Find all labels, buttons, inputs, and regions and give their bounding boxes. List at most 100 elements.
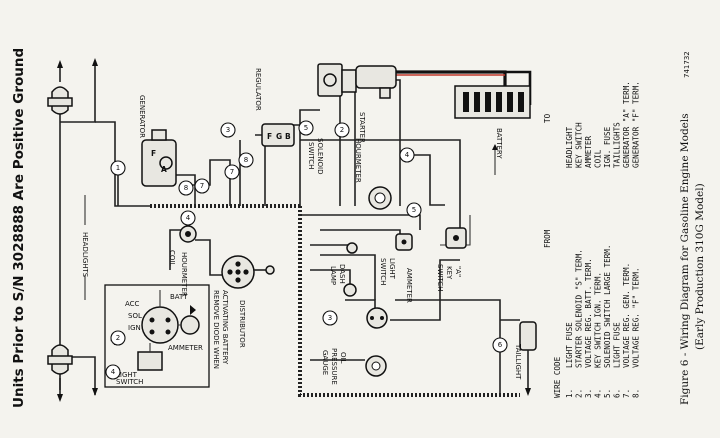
solenoid-switch: [317, 63, 357, 97]
wire-code-to-5: IGN. FUSE: [603, 126, 612, 168]
wire-marker-3b: 3: [328, 314, 332, 322]
wire-code-from-4: KEY SWITCH IGN. TERM.: [594, 272, 603, 368]
hourmeter: [368, 186, 392, 210]
key-switch-label-3: SWITCH: [436, 264, 444, 291]
to-header: TO: [543, 113, 552, 123]
wire-marker-4b: 4: [186, 214, 191, 222]
wire-code-no-1: 1.: [565, 389, 574, 398]
ammeter-label: AMMETER: [405, 268, 413, 303]
inset-batt: BATT: [170, 293, 188, 301]
wire-code-to-1: HEADLIGHT: [565, 126, 574, 168]
wire-marker-7a: 7: [200, 182, 204, 190]
headlights-label: HEADLIGHTS: [81, 232, 89, 278]
wire-code-from-8: VOLTAGE REG. "F" TERM.: [632, 267, 641, 368]
generator-label: GENERATOR: [138, 95, 146, 138]
generator-terminal-f: F: [151, 149, 156, 158]
light-switch-label-1: LIGHT: [388, 258, 396, 280]
regulator-label: REGULATOR: [254, 68, 262, 111]
generator: F A: [141, 129, 177, 187]
starter-label: STARTER: [358, 112, 366, 143]
wire-marker-6: 6: [498, 341, 503, 349]
key-switch: [445, 227, 467, 249]
hourmeter-label: HOURMETER: [354, 138, 362, 183]
wire-code-to-6: TAILLIGHTS: [613, 122, 622, 168]
solenoid-label-1: SOLENOID: [316, 138, 324, 174]
rear-harness: [298, 206, 520, 397]
dash-lamp: [343, 242, 358, 297]
ammeter: [366, 307, 388, 329]
inset-ammeter: AMMETER: [168, 344, 203, 352]
key-switch-label-1: "A": [454, 266, 462, 277]
wire-code-no-7: 7.: [622, 389, 631, 398]
wire-code-from-7: VOLTAGE REG. GEN. TERM.: [622, 263, 631, 368]
wire-code-no-5: 5.: [603, 389, 612, 398]
wires: [59, 70, 501, 395]
wire-marker-2a: 2: [340, 126, 344, 134]
oil-gauge-label-2: PRESSURE: [330, 348, 338, 385]
wire-marker-5a: 5: [304, 124, 308, 132]
generator-terminal-a: A: [161, 165, 167, 174]
figure-caption-line2: (Early Production 310G Model): [694, 183, 706, 350]
battery-label: BATTERY: [495, 128, 503, 159]
regulator-terminal-g: G: [276, 132, 282, 141]
headlight-top: [47, 60, 73, 115]
light-switch-label-2: SWITCH: [379, 258, 387, 285]
distributor-label: DISTRIBUTOR: [238, 300, 246, 348]
light-switch: [395, 233, 413, 251]
figure-caption-line1: Figure 6 - Wiring Diagram for Gasoline E…: [679, 113, 691, 405]
inset-light-switch-2: SWITCH: [116, 378, 143, 386]
wire-code-no-6: 6.: [613, 389, 622, 398]
headlight-bottom: [47, 344, 73, 402]
wire-marker-8b: 8: [244, 156, 248, 164]
wire-marker-1: 1: [116, 164, 120, 172]
wire-code-to-3: AMMETER: [584, 136, 593, 168]
wire-code-to-2: KEY SWITCH: [575, 122, 584, 168]
wire-marker-3a: 3: [226, 126, 230, 134]
inset-hourmeter-label: HOURMETER: [180, 252, 188, 297]
wire-marker-2b: 2: [116, 334, 120, 342]
starter: [355, 65, 397, 99]
wire-code-from-5: SOLENOID SWITCH LARGE TERM.: [603, 245, 612, 368]
regulator-terminal-f: F: [267, 132, 272, 141]
oil-pressure-gauge: [365, 355, 387, 377]
key-switch-label-2: KEY: [445, 266, 453, 280]
inset-note-line2: ACTIVATING BATTERY: [221, 290, 229, 365]
wire-code-to-7: GENERATOR "A" TERM.: [622, 81, 631, 168]
wire-code-from-1: LIGHT FUSE: [565, 322, 574, 368]
wire-code-from-6: LIGHT FUSE: [613, 322, 622, 368]
wire-code-header: WIRE CODE: [553, 356, 562, 398]
wire-marker-7b: 7: [230, 168, 234, 176]
taillight: [500, 319, 537, 396]
coil-label: COIL: [168, 250, 176, 266]
wire-code-to-8: GENERATOR "F" TERM.: [632, 81, 641, 168]
wire-code-no-4: 4.: [594, 389, 603, 398]
solenoid-label-2: SWITCH: [307, 142, 315, 169]
wire-code-to-4: COIL: [594, 149, 603, 168]
regulator-terminal-b: B: [285, 132, 291, 141]
taillight-label: TAILLIGHT: [514, 343, 522, 380]
from-header: FROM: [543, 229, 552, 248]
wire-markers: 1 2 2 3 3 4 4 4 5 5 6 7 7 8 8: [105, 120, 508, 380]
coil: [179, 225, 197, 243]
wire-marker-8a: 8: [184, 184, 188, 192]
wire-code-table: WIRE CODE FROM TO 1. LIGHT FUSE HEADLIGH…: [543, 81, 641, 398]
wire-code-no-8: 8.: [632, 389, 641, 398]
wire-marker-4c: 4: [111, 368, 116, 376]
wire-code-from-2: STARTER SOLENOID "S" TERM.: [575, 249, 584, 368]
dash-lamp-label-2: LAMP: [329, 266, 337, 285]
wire-code-no-3: 3.: [584, 389, 593, 398]
inset-sol: SOL: [128, 312, 142, 320]
inset-light-switch-1: LIGHT: [116, 371, 138, 379]
wire-marker-5b: 5: [412, 206, 416, 214]
figure-code: 741732: [683, 51, 691, 78]
dash-lamp-label-1: DASH: [338, 264, 346, 284]
wire-marker-4a: 4: [405, 151, 410, 159]
regulator: F G B: [261, 123, 295, 147]
distributor: [221, 255, 275, 289]
oil-gauge-label-3: GAUGE: [321, 350, 329, 375]
diagram-title: Units Prior to S/N 3028888 Are Positive …: [11, 48, 27, 408]
inset-acc: ACC: [125, 300, 140, 308]
inset-note-line1: REMOVE DIODE WHEN: [212, 290, 220, 369]
